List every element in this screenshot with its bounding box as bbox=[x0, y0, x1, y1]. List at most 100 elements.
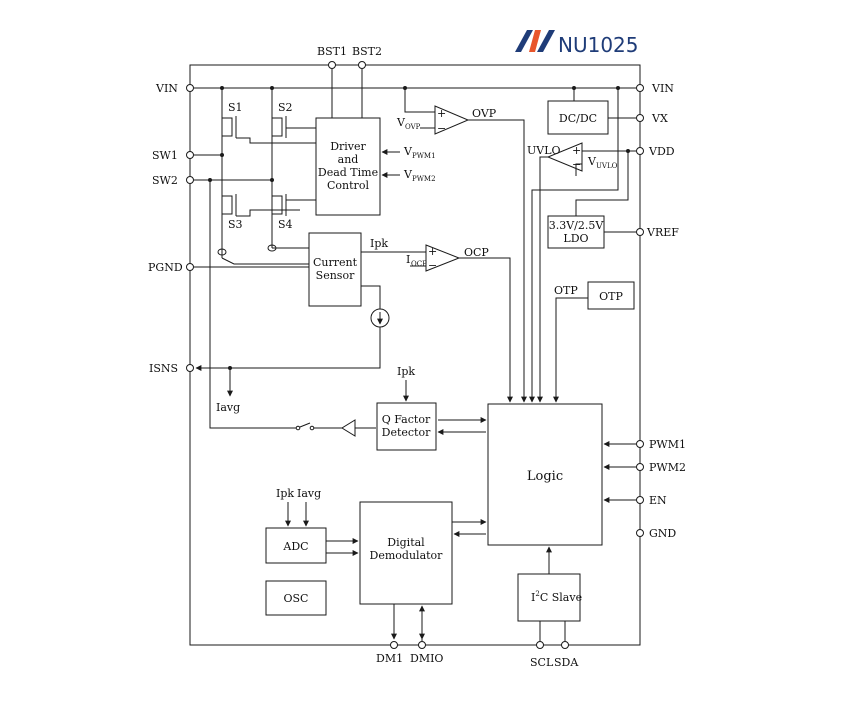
label-otp: OTP bbox=[554, 284, 578, 297]
pin-label-dm1: DM1 bbox=[376, 652, 403, 665]
pin-vx[interactable] bbox=[636, 114, 644, 122]
qfactor-block bbox=[376, 402, 437, 451]
pin-sda[interactable] bbox=[561, 641, 569, 649]
ocp-comparator bbox=[425, 244, 461, 272]
switch-s1 bbox=[222, 116, 316, 144]
junction bbox=[270, 178, 274, 182]
analog-switch-icon bbox=[299, 422, 311, 428]
label-vpwm2-sub: PWM2 bbox=[412, 175, 436, 183]
pin-pwm2[interactable] bbox=[636, 463, 644, 471]
ldo-line-1: 3.3V/2.5V bbox=[549, 219, 605, 232]
pin-label-pwm1: PWM1 bbox=[649, 438, 686, 451]
pin-pgnd[interactable] bbox=[186, 263, 194, 271]
pin-label-sw1: SW1 bbox=[152, 149, 178, 162]
pin-label-bst2: BST2 bbox=[352, 45, 382, 58]
dcdc-block bbox=[547, 100, 609, 135]
pin-isns[interactable] bbox=[186, 364, 194, 372]
current-sensor-line-1: Current bbox=[313, 256, 358, 269]
label-vuvlo-v: V bbox=[587, 155, 597, 168]
switch-s4 bbox=[272, 194, 316, 216]
qfactor-line-2: Detector bbox=[382, 426, 431, 439]
pin-vin-right[interactable] bbox=[636, 84, 644, 92]
switch-s2 bbox=[272, 116, 316, 138]
uvlo-comparator bbox=[546, 142, 583, 172]
pin-vin-left[interactable] bbox=[186, 84, 194, 92]
pin-dmio[interactable] bbox=[418, 641, 426, 649]
analog-switch-contact bbox=[295, 425, 301, 431]
pin-bst1[interactable] bbox=[328, 61, 336, 69]
pin-label-en: EN bbox=[649, 494, 667, 507]
pin-label-dmio: DMIO bbox=[410, 652, 443, 665]
pin-scl[interactable] bbox=[536, 641, 544, 649]
wire-otp-to-logic bbox=[553, 297, 588, 403]
label-vpwm2-v: V bbox=[403, 168, 413, 181]
label-vovp-sub: OVP bbox=[405, 123, 421, 131]
pin-pwm1[interactable] bbox=[636, 440, 644, 448]
osc-block bbox=[265, 580, 327, 616]
comparator-minus: − bbox=[437, 122, 446, 135]
wire-to-isns bbox=[195, 327, 381, 371]
pin-label-scl: SCL bbox=[530, 656, 554, 669]
company-logo: NU1025 bbox=[515, 30, 639, 57]
wire-vin-sense bbox=[529, 88, 619, 403]
wire-ovp-to-logic bbox=[468, 119, 527, 403]
ldo-block bbox=[547, 215, 605, 249]
pin-vdd[interactable] bbox=[636, 147, 644, 155]
current-sensor-line-2: Sensor bbox=[316, 269, 355, 282]
label-uvlo: UVLO bbox=[527, 144, 561, 157]
pin-dm1[interactable] bbox=[390, 641, 398, 649]
pin-gnd[interactable] bbox=[636, 529, 644, 537]
pin-sw1[interactable] bbox=[186, 151, 194, 159]
adc-block bbox=[265, 527, 327, 564]
logo-mark-right-icon bbox=[537, 30, 555, 52]
demodulator-block bbox=[359, 501, 453, 605]
ovp-comparator bbox=[434, 105, 470, 135]
pin-sw2[interactable] bbox=[186, 176, 194, 184]
wire-uvlo-ref bbox=[575, 163, 582, 176]
pin-label-vx: VX bbox=[651, 112, 668, 125]
wire-vdd-to-ldo bbox=[575, 151, 629, 216]
switch-label-s2: S2 bbox=[278, 101, 293, 114]
label-ipk-adc: Ipk bbox=[276, 487, 294, 500]
label-ovp: OVP bbox=[472, 107, 497, 120]
demodulator-line-1: Digital bbox=[387, 536, 425, 549]
driver-line-1: Driver bbox=[330, 140, 366, 153]
i2c-slave-block bbox=[517, 573, 581, 622]
pin-label-vref: VREF bbox=[646, 226, 679, 239]
pin-label-vin-left: VIN bbox=[155, 82, 178, 95]
switch-label-s4: S4 bbox=[278, 218, 293, 231]
analog-switch-contact bbox=[309, 425, 315, 431]
sense-probe-s4 bbox=[267, 244, 277, 252]
current-sensor-block bbox=[308, 232, 362, 307]
logic-block bbox=[487, 403, 603, 546]
label-vpwm1-sub: PWM1 bbox=[412, 152, 436, 160]
wire-sense-s3 bbox=[221, 257, 309, 265]
label-ocp: OCP bbox=[464, 246, 489, 259]
logo-mark-middle-icon bbox=[529, 30, 541, 52]
uvlo-plus: + bbox=[572, 144, 581, 157]
adc-label: ADC bbox=[282, 540, 308, 553]
pin-label-pwm2: PWM2 bbox=[649, 461, 686, 474]
ldo-line-2: LDO bbox=[563, 232, 588, 245]
label-vpwm1-v: V bbox=[403, 145, 413, 158]
pin-en[interactable] bbox=[636, 496, 644, 504]
label-ipk-qfactor: Ipk bbox=[397, 365, 415, 378]
label-vuvlo-sub: UVLO bbox=[596, 162, 618, 170]
pin-label-sda: SDA bbox=[554, 656, 579, 669]
wire-ocp-to-logic bbox=[459, 257, 513, 403]
driver-line-4: Control bbox=[327, 179, 369, 192]
sense-probe-s3 bbox=[217, 248, 227, 256]
pin-vref[interactable] bbox=[636, 228, 644, 236]
driver-block bbox=[315, 117, 381, 216]
otp-block-label: OTP bbox=[599, 290, 623, 303]
wire-sw2-qfactor bbox=[209, 180, 296, 429]
label-vovp-v: V bbox=[396, 116, 406, 129]
pin-label-vin-right: VIN bbox=[651, 82, 674, 95]
pin-label-isns: ISNS bbox=[149, 362, 178, 375]
wire-isns-source bbox=[361, 285, 381, 309]
wire-ovp-plus bbox=[404, 88, 435, 113]
demodulator-line-2: Demodulator bbox=[370, 549, 444, 562]
logo-mark-left-icon bbox=[515, 30, 533, 52]
pin-bst2[interactable] bbox=[358, 61, 366, 69]
